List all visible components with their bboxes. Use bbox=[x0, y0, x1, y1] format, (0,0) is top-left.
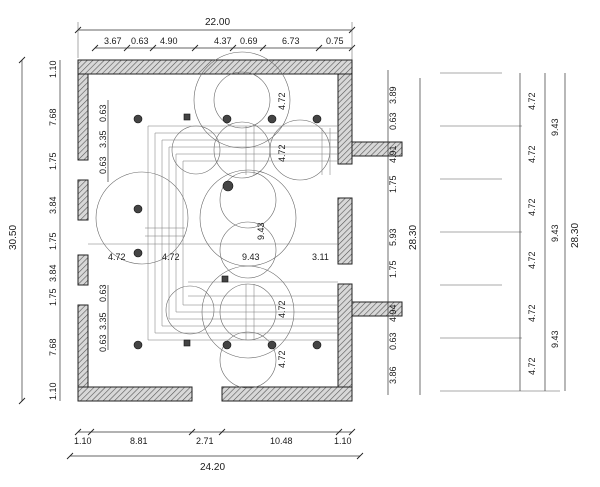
label-top-472-a: 4.72 bbox=[277, 92, 287, 110]
top-dimensions: 22.00 3.67 0.63 4.90 4.37 0.69 6.73 0.75 bbox=[74, 17, 356, 60]
right-dim-7: 4.94 bbox=[388, 304, 398, 322]
label-top-472-b: 4.72 bbox=[277, 144, 287, 162]
label-row-472-b: 4.72 bbox=[162, 252, 180, 262]
bottom-dim-5: 1.10 bbox=[334, 436, 352, 446]
right-dim-8: 0.63 bbox=[388, 332, 398, 350]
top-dim-7: 0.75 bbox=[326, 36, 344, 46]
columns bbox=[133, 113, 322, 350]
scale-943-3: 9.43 bbox=[550, 330, 560, 348]
side-scale: 4.72 4.72 4.72 4.72 4.72 4.72 9.43 9.43 … bbox=[440, 72, 581, 392]
left-dim-1: 1.10 bbox=[48, 60, 58, 78]
top-dim-4: 4.37 bbox=[214, 36, 232, 46]
right-dim-9: 3.86 bbox=[388, 366, 398, 384]
left-dim-2: 7.68 bbox=[48, 108, 58, 126]
left-dimensions: 30.50 1.10 7.68 1.75 3.84 1.75 3.84 1.75… bbox=[8, 56, 109, 405]
scale-943-1: 9.43 bbox=[550, 118, 560, 136]
right-dim-2: 0.63 bbox=[388, 112, 398, 130]
scale-472-4: 4.72 bbox=[527, 251, 537, 269]
label-center-943: 9.43 bbox=[256, 222, 266, 240]
scale-472-2: 4.72 bbox=[527, 145, 537, 163]
bottom-dim-3: 2.71 bbox=[196, 436, 214, 446]
label-row-472-a: 4.72 bbox=[108, 252, 126, 262]
top-overall-dim: 22.00 bbox=[205, 17, 230, 28]
circulation-circles bbox=[95, 51, 331, 389]
top-dim-1: 3.67 bbox=[104, 36, 122, 46]
left-inner-5: 3.35 bbox=[98, 312, 108, 330]
left-dim-7: 1.75 bbox=[48, 288, 58, 306]
left-dim-8: 7.68 bbox=[48, 338, 58, 356]
left-dim-3: 1.75 bbox=[48, 152, 58, 170]
top-dim-6: 6.73 bbox=[282, 36, 300, 46]
right-dim-4: 1.75 bbox=[388, 175, 398, 193]
scale-472-1: 4.72 bbox=[527, 92, 537, 110]
left-inner-4: 0.63 bbox=[98, 284, 108, 302]
scale-overall: 28.30 bbox=[570, 223, 581, 248]
walls bbox=[77, 59, 403, 402]
right-dim-5: 5.93 bbox=[388, 228, 398, 246]
label-bot-472-a: 4.72 bbox=[277, 300, 287, 318]
left-dim-6: 3.84 bbox=[48, 264, 58, 282]
top-dim-3: 4.90 bbox=[160, 36, 178, 46]
bottom-dimensions: 1.10 8.81 2.71 10.48 1.10 24.20 bbox=[66, 428, 364, 473]
left-inner-3: 0.63 bbox=[98, 104, 108, 122]
left-dim-5: 1.75 bbox=[48, 232, 58, 250]
scale-472-5: 4.72 bbox=[527, 304, 537, 322]
bottom-dim-4: 10.48 bbox=[270, 436, 293, 446]
right-dim-3: 4.91 bbox=[388, 145, 398, 163]
right-dim-1: 3.89 bbox=[388, 86, 398, 104]
right-overall-dim: 28.30 bbox=[408, 225, 419, 250]
top-dim-5: 0.69 bbox=[240, 36, 258, 46]
right-dim-6: 1.75 bbox=[388, 260, 398, 278]
label-row-311: 3.11 bbox=[312, 252, 329, 262]
scale-472-3: 4.72 bbox=[527, 198, 537, 216]
right-dimensions: 3.89 0.63 4.91 1.75 5.93 1.75 4.94 0.63 … bbox=[387, 70, 421, 395]
label-row-943: 9.43 bbox=[242, 252, 260, 262]
left-inner-1: 0.63 bbox=[98, 156, 108, 174]
left-overall-dim: 30.50 bbox=[8, 225, 19, 250]
stair-grid bbox=[88, 125, 338, 341]
left-dim-9: 1.10 bbox=[48, 382, 58, 400]
label-bot-472-b: 4.72 bbox=[277, 350, 287, 368]
left-dim-4: 3.84 bbox=[48, 196, 58, 214]
top-dim-2: 0.63 bbox=[131, 36, 149, 46]
bottom-overall-dim: 24.20 bbox=[200, 462, 225, 473]
bottom-dim-2: 8.81 bbox=[130, 436, 148, 446]
scale-943-2: 9.43 bbox=[550, 224, 560, 242]
interior-labels: 4.72 4.72 9.43 4.72 4.72 9.43 3.11 4.72 … bbox=[108, 92, 329, 368]
bottom-dim-1: 1.10 bbox=[74, 436, 92, 446]
left-inner-2: 3.35 bbox=[98, 130, 108, 148]
left-inner-6: 0.63 bbox=[98, 334, 108, 352]
scale-472-6: 4.72 bbox=[527, 357, 537, 375]
